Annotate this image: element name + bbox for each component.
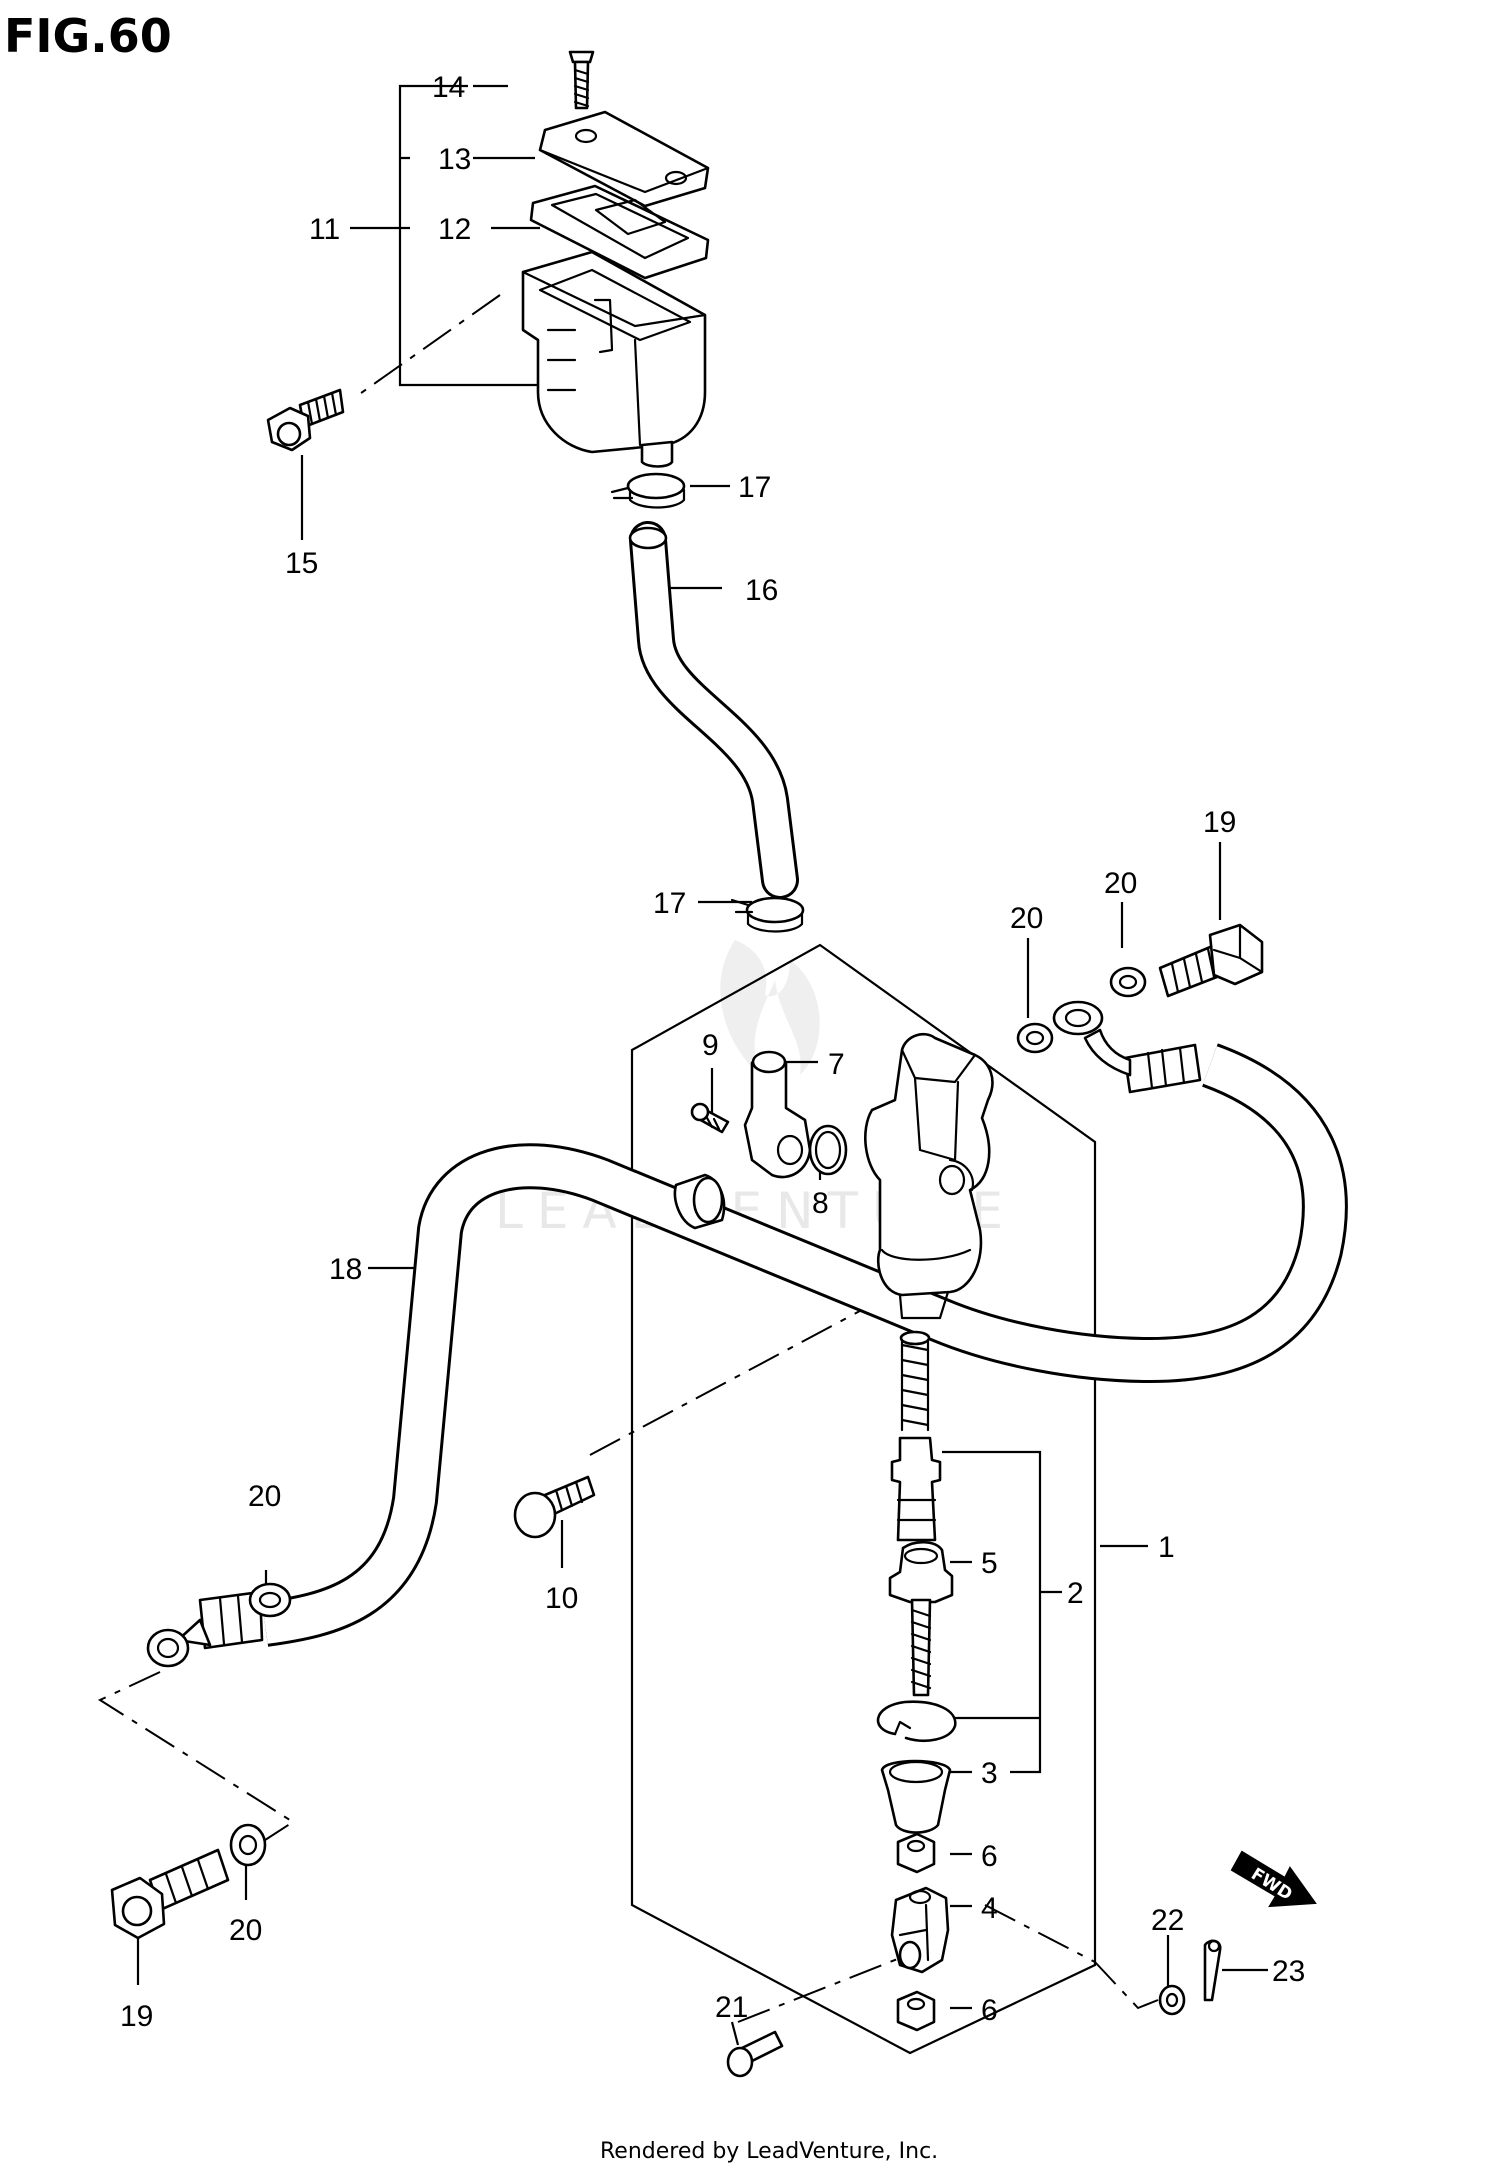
- washer-20-b: [1109, 966, 1147, 998]
- bolt-9: [690, 1102, 730, 1134]
- callout-22: 22: [1151, 1904, 1184, 1937]
- clamp-17-top: [610, 472, 686, 509]
- connection-lines: [97, 294, 1159, 2023]
- callout-3: 3: [981, 1757, 998, 1790]
- pin-21: [726, 2030, 784, 2078]
- callout-20-upper-right: 20: [1104, 867, 1137, 900]
- figure-title: FIG.60: [4, 9, 172, 63]
- callout-14: 14: [432, 71, 465, 104]
- banjo-bolt-19-right: [1158, 923, 1264, 998]
- callout-8: 8: [812, 1187, 829, 1220]
- nut-6-lower: [896, 1990, 936, 2032]
- callout-20-left-lower: 20: [229, 1914, 262, 1947]
- callout-6-lower: 6: [981, 1994, 998, 2027]
- callout-numbers: 1 2 3 4 5 6 6 7 8 9 10 11 12 13 14 15 16…: [120, 71, 1305, 2033]
- callout-1: 1: [1158, 1531, 1175, 1564]
- clamp-17-bottom: [730, 896, 805, 933]
- reservoir-body: [521, 250, 707, 468]
- callout-21: 21: [715, 1991, 748, 2024]
- screw-14: [568, 50, 595, 110]
- callout-2: 2: [1067, 1577, 1084, 1610]
- bolt-10: [513, 1475, 596, 1539]
- callout-6-upper: 6: [981, 1840, 998, 1873]
- callout-15: 15: [285, 547, 318, 580]
- reservoir-cap-13: [538, 110, 710, 208]
- hose-16: [628, 521, 799, 899]
- connector-7: [743, 1050, 812, 1179]
- callout-19-left: 19: [120, 2000, 153, 2033]
- callout-7: 7: [828, 1048, 845, 1081]
- cotter-pin-23: [1203, 1939, 1222, 2002]
- callout-16: 16: [745, 574, 778, 607]
- callout-19-right: 19: [1203, 806, 1236, 839]
- nut-6-upper: [896, 1832, 936, 1874]
- washer-20-a: [1016, 1022, 1054, 1054]
- pushrod: [910, 1598, 932, 1697]
- callout-20-upper-left: 20: [1010, 902, 1043, 935]
- washer-20-d: [229, 1823, 267, 1867]
- o-ring-8: [808, 1124, 848, 1176]
- bracket-2: [942, 1450, 1062, 1774]
- callout-18: 18: [329, 1253, 362, 1286]
- callout-5: 5: [981, 1547, 998, 1580]
- assembly-outline: [630, 943, 1097, 2055]
- master-cylinder-body: [673, 1033, 994, 1320]
- callout-23: 23: [1272, 1955, 1305, 1988]
- clevis-4: [890, 1886, 950, 1974]
- washer-22: [1158, 1984, 1186, 2016]
- banjo-bolt-19-left: [110, 1848, 230, 1940]
- callout-17-bottom: 17: [653, 887, 686, 920]
- callout-10: 10: [545, 1582, 578, 1615]
- bolt-15: [266, 388, 345, 452]
- reservoir-plate-12: [529, 184, 710, 280]
- callout-9: 9: [702, 1029, 719, 1062]
- callout-17-top: 17: [738, 471, 771, 504]
- spring: [899, 1330, 931, 1432]
- washer-20-c: [248, 1582, 292, 1618]
- piston: [890, 1436, 942, 1542]
- bushing-3: [880, 1759, 952, 1834]
- callout-4: 4: [981, 1892, 998, 1925]
- callout-12: 12: [438, 213, 471, 246]
- bracket-11: [398, 84, 538, 387]
- circlip: [876, 1700, 957, 1742]
- callout-11: 11: [309, 213, 340, 246]
- callout-20-left-upper: 20: [248, 1480, 281, 1513]
- footer-credit: Rendered by LeadVenture, Inc.: [600, 2139, 938, 2164]
- brake-hose-18: [146, 1000, 1348, 1668]
- callout-13: 13: [438, 143, 471, 176]
- boot-5: [888, 1540, 954, 1604]
- fwd-arrow: FWD: [1230, 1850, 1317, 1908]
